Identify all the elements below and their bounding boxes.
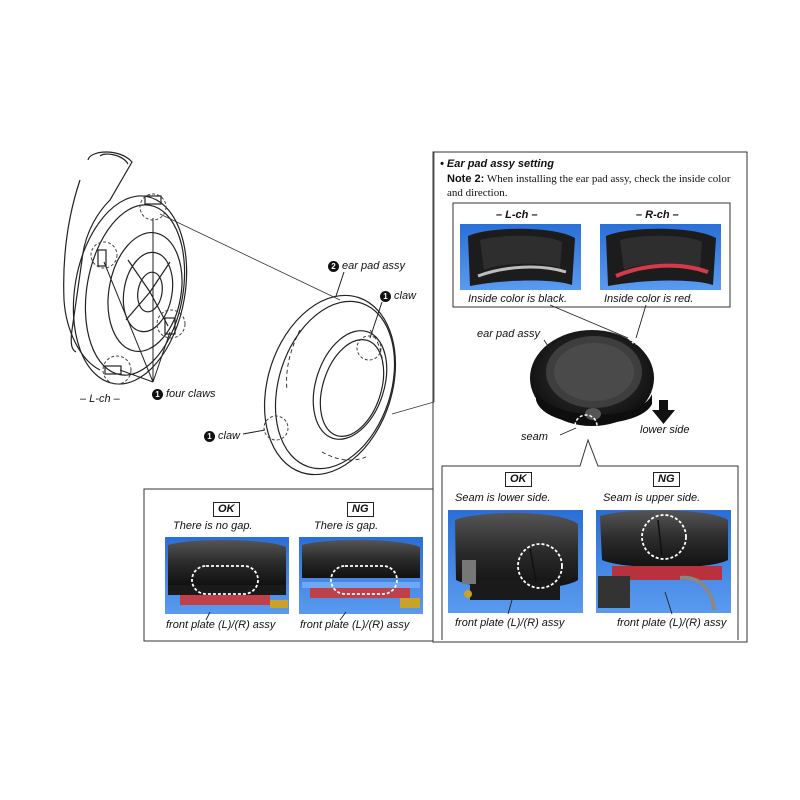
headphone-lch-drawing	[63, 151, 188, 385]
down-arrow-icon	[652, 400, 675, 424]
leader-to-ear-pad	[159, 213, 341, 301]
callout-number-1-icon: 1	[380, 291, 391, 302]
rch-header: – R-ch –	[636, 209, 679, 221]
seam-ng-badge: NG	[653, 472, 680, 487]
callout-number-1-icon: 1	[204, 431, 215, 442]
note-block: Note 2: When installing the ear pad assy…	[447, 172, 745, 200]
four-claws-label: four claws	[166, 388, 216, 400]
note-text: When installing the ear pad assy, check …	[447, 173, 731, 199]
four-claws-leaders	[103, 218, 171, 383]
gap-plate-caption-left: front plate (L)/(R) assy	[166, 619, 276, 631]
callout-number-2-icon: 2	[328, 261, 339, 272]
setting-panel-title: • Ear pad assy setting	[440, 158, 554, 170]
connector-to-panel	[391, 152, 435, 415]
seam-label: seam	[521, 431, 548, 443]
gap-ng-photo	[299, 537, 423, 614]
ear-pad-assy-label: ear pad assy	[342, 260, 405, 272]
gap-ng-caption: There is gap.	[314, 520, 379, 532]
rch-caption: Inside color is red.	[604, 293, 694, 305]
gap-panel-frame	[143, 488, 434, 642]
note-label: Note 2:	[447, 173, 485, 185]
gap-ok-caption: There is no gap.	[173, 520, 253, 532]
gap-ok-photo	[165, 537, 289, 614]
seam-inner-box	[441, 438, 739, 640]
seam-ng-photo	[596, 510, 731, 613]
ear-pad-photo	[530, 330, 654, 426]
lch-caption: Inside color is black.	[468, 293, 568, 305]
title-text: Ear pad assy setting	[446, 158, 554, 170]
setting-panel-frame	[432, 151, 748, 643]
seam-plate-caption-right: front plate (L)/(R) assy	[617, 617, 727, 629]
lower-side-label: lower side	[640, 424, 690, 436]
ear-pad-photo-label: ear pad assy	[477, 328, 540, 340]
callout-number-1-icon: 1	[152, 389, 163, 400]
lr-inner-box	[452, 202, 731, 308]
bullet: •	[440, 158, 444, 170]
rch-inside-photo	[600, 224, 721, 290]
lch-inside-photo	[460, 224, 581, 290]
gap-ng-badge: NG	[347, 502, 374, 517]
lch-header: – L-ch –	[496, 209, 538, 221]
gap-plate-caption-right: front plate (L)/(R) assy	[300, 619, 410, 631]
claw-highlight-circles-pad	[263, 335, 382, 441]
ear-pad-ring-drawing	[263, 294, 397, 476]
claw-top-label: claw	[394, 290, 417, 302]
seam-ng-caption: Seam is upper side.	[603, 492, 701, 504]
seam-ok-photo	[448, 510, 583, 613]
gap-ok-badge: OK	[213, 502, 240, 517]
seam-plate-caption-left: front plate (L)/(R) assy	[455, 617, 565, 629]
seam-ok-caption: Seam is lower side.	[455, 492, 551, 504]
claw-bottom-label: claw	[218, 430, 241, 442]
lch-label: – L-ch –	[80, 393, 120, 405]
seam-ok-badge: OK	[505, 472, 532, 487]
